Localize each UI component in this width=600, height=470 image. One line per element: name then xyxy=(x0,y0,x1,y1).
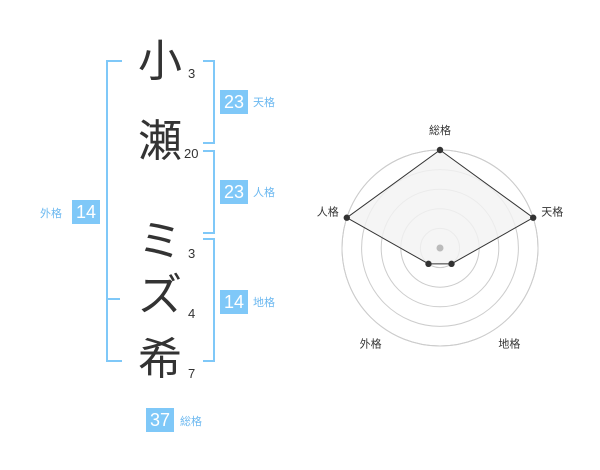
stroke-count-2: 20 xyxy=(184,146,199,161)
gaikaku-bracket xyxy=(106,60,122,362)
jinkaku-bracket xyxy=(203,150,215,234)
radar-axis-label-4: 人格 xyxy=(317,205,339,219)
gaikaku-label: 外格 xyxy=(40,207,62,220)
gaikaku-badge: 14 xyxy=(72,200,100,224)
name-char-4: ズ xyxy=(138,270,182,321)
chikaku-badge: 14 xyxy=(220,290,248,314)
stroke-count-5: 7 xyxy=(188,366,196,381)
radar-point-4 xyxy=(343,214,350,221)
radar-center-dot xyxy=(436,244,444,252)
radar-axis-label-1: 天格 xyxy=(541,205,563,219)
name-char-2: 瀬 xyxy=(138,116,182,167)
radar-point-0 xyxy=(436,146,444,154)
soukaku-label: 総格 xyxy=(180,415,202,428)
name-char-3: ミ xyxy=(138,216,182,267)
radar-point-1 xyxy=(530,214,537,221)
radar-point-3 xyxy=(425,260,432,268)
stroke-count-4: 4 xyxy=(188,306,196,321)
stroke-count-3: 3 xyxy=(188,246,196,261)
soukaku-badge: 37 xyxy=(146,408,174,432)
chikaku-label: 地格 xyxy=(253,296,275,309)
radar-axis-label-0: 総格 xyxy=(429,123,451,137)
tenkaku-label: 天格 xyxy=(253,96,275,109)
radar-axis-label-3: 外格 xyxy=(360,336,382,350)
radar-point-2 xyxy=(448,260,455,268)
jinkaku-badge: 23 xyxy=(220,180,248,204)
tenkaku-bracket xyxy=(203,60,215,144)
name-char-5: 希 xyxy=(138,334,182,385)
name-char-1: 小 xyxy=(138,36,182,87)
chikaku-bracket xyxy=(203,238,215,362)
radar-series-polygon xyxy=(345,149,535,265)
gaikaku-bracket-mid xyxy=(106,298,120,300)
radar-axis-label-2: 地格 xyxy=(498,336,520,350)
jinkaku-label: 人格 xyxy=(253,186,275,199)
tenkaku-badge: 23 xyxy=(220,90,248,114)
stroke-count-1: 3 xyxy=(188,66,196,81)
